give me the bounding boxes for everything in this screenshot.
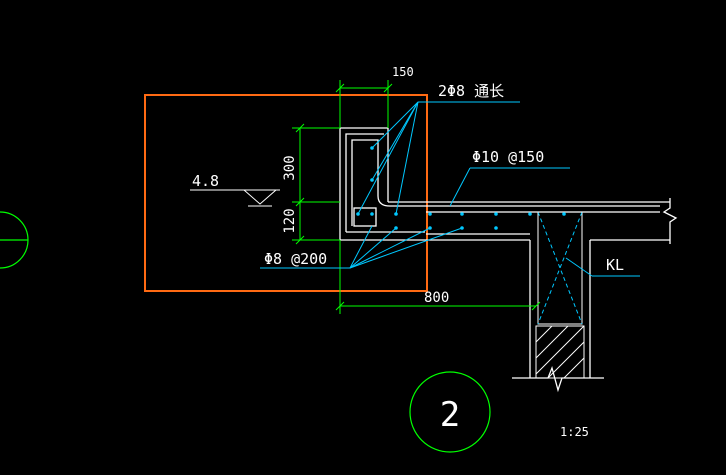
rebar-stirrup-label: Φ8 @200 [264,250,327,268]
elevation-label: 4.8 [192,172,219,190]
concrete-outline [339,127,678,393]
elevation-marker [190,189,280,207]
wall-hatch [535,325,585,379]
rebar-top-label: 2Φ8 通长 [438,82,504,100]
dim-top-width: 150 [392,65,414,79]
selection-box[interactable] [144,94,428,292]
dim-height-upper: 300 [282,155,298,180]
detail-bubble [409,371,491,453]
rebar-lines [345,133,660,235]
scale-label: 1:25 [560,425,589,439]
beam-stirrup [537,211,583,325]
dimension-lines [292,80,541,314]
leader-lines [260,101,640,277]
dim-height-lower: 120 [282,208,298,233]
detail-number: 2 [440,395,460,435]
rebar-slab-label: Φ10 @150 [472,148,544,166]
dim-bottom-width: 800 [424,290,449,306]
axis-bubble-left [0,211,29,269]
beam-label: KL [606,256,624,274]
